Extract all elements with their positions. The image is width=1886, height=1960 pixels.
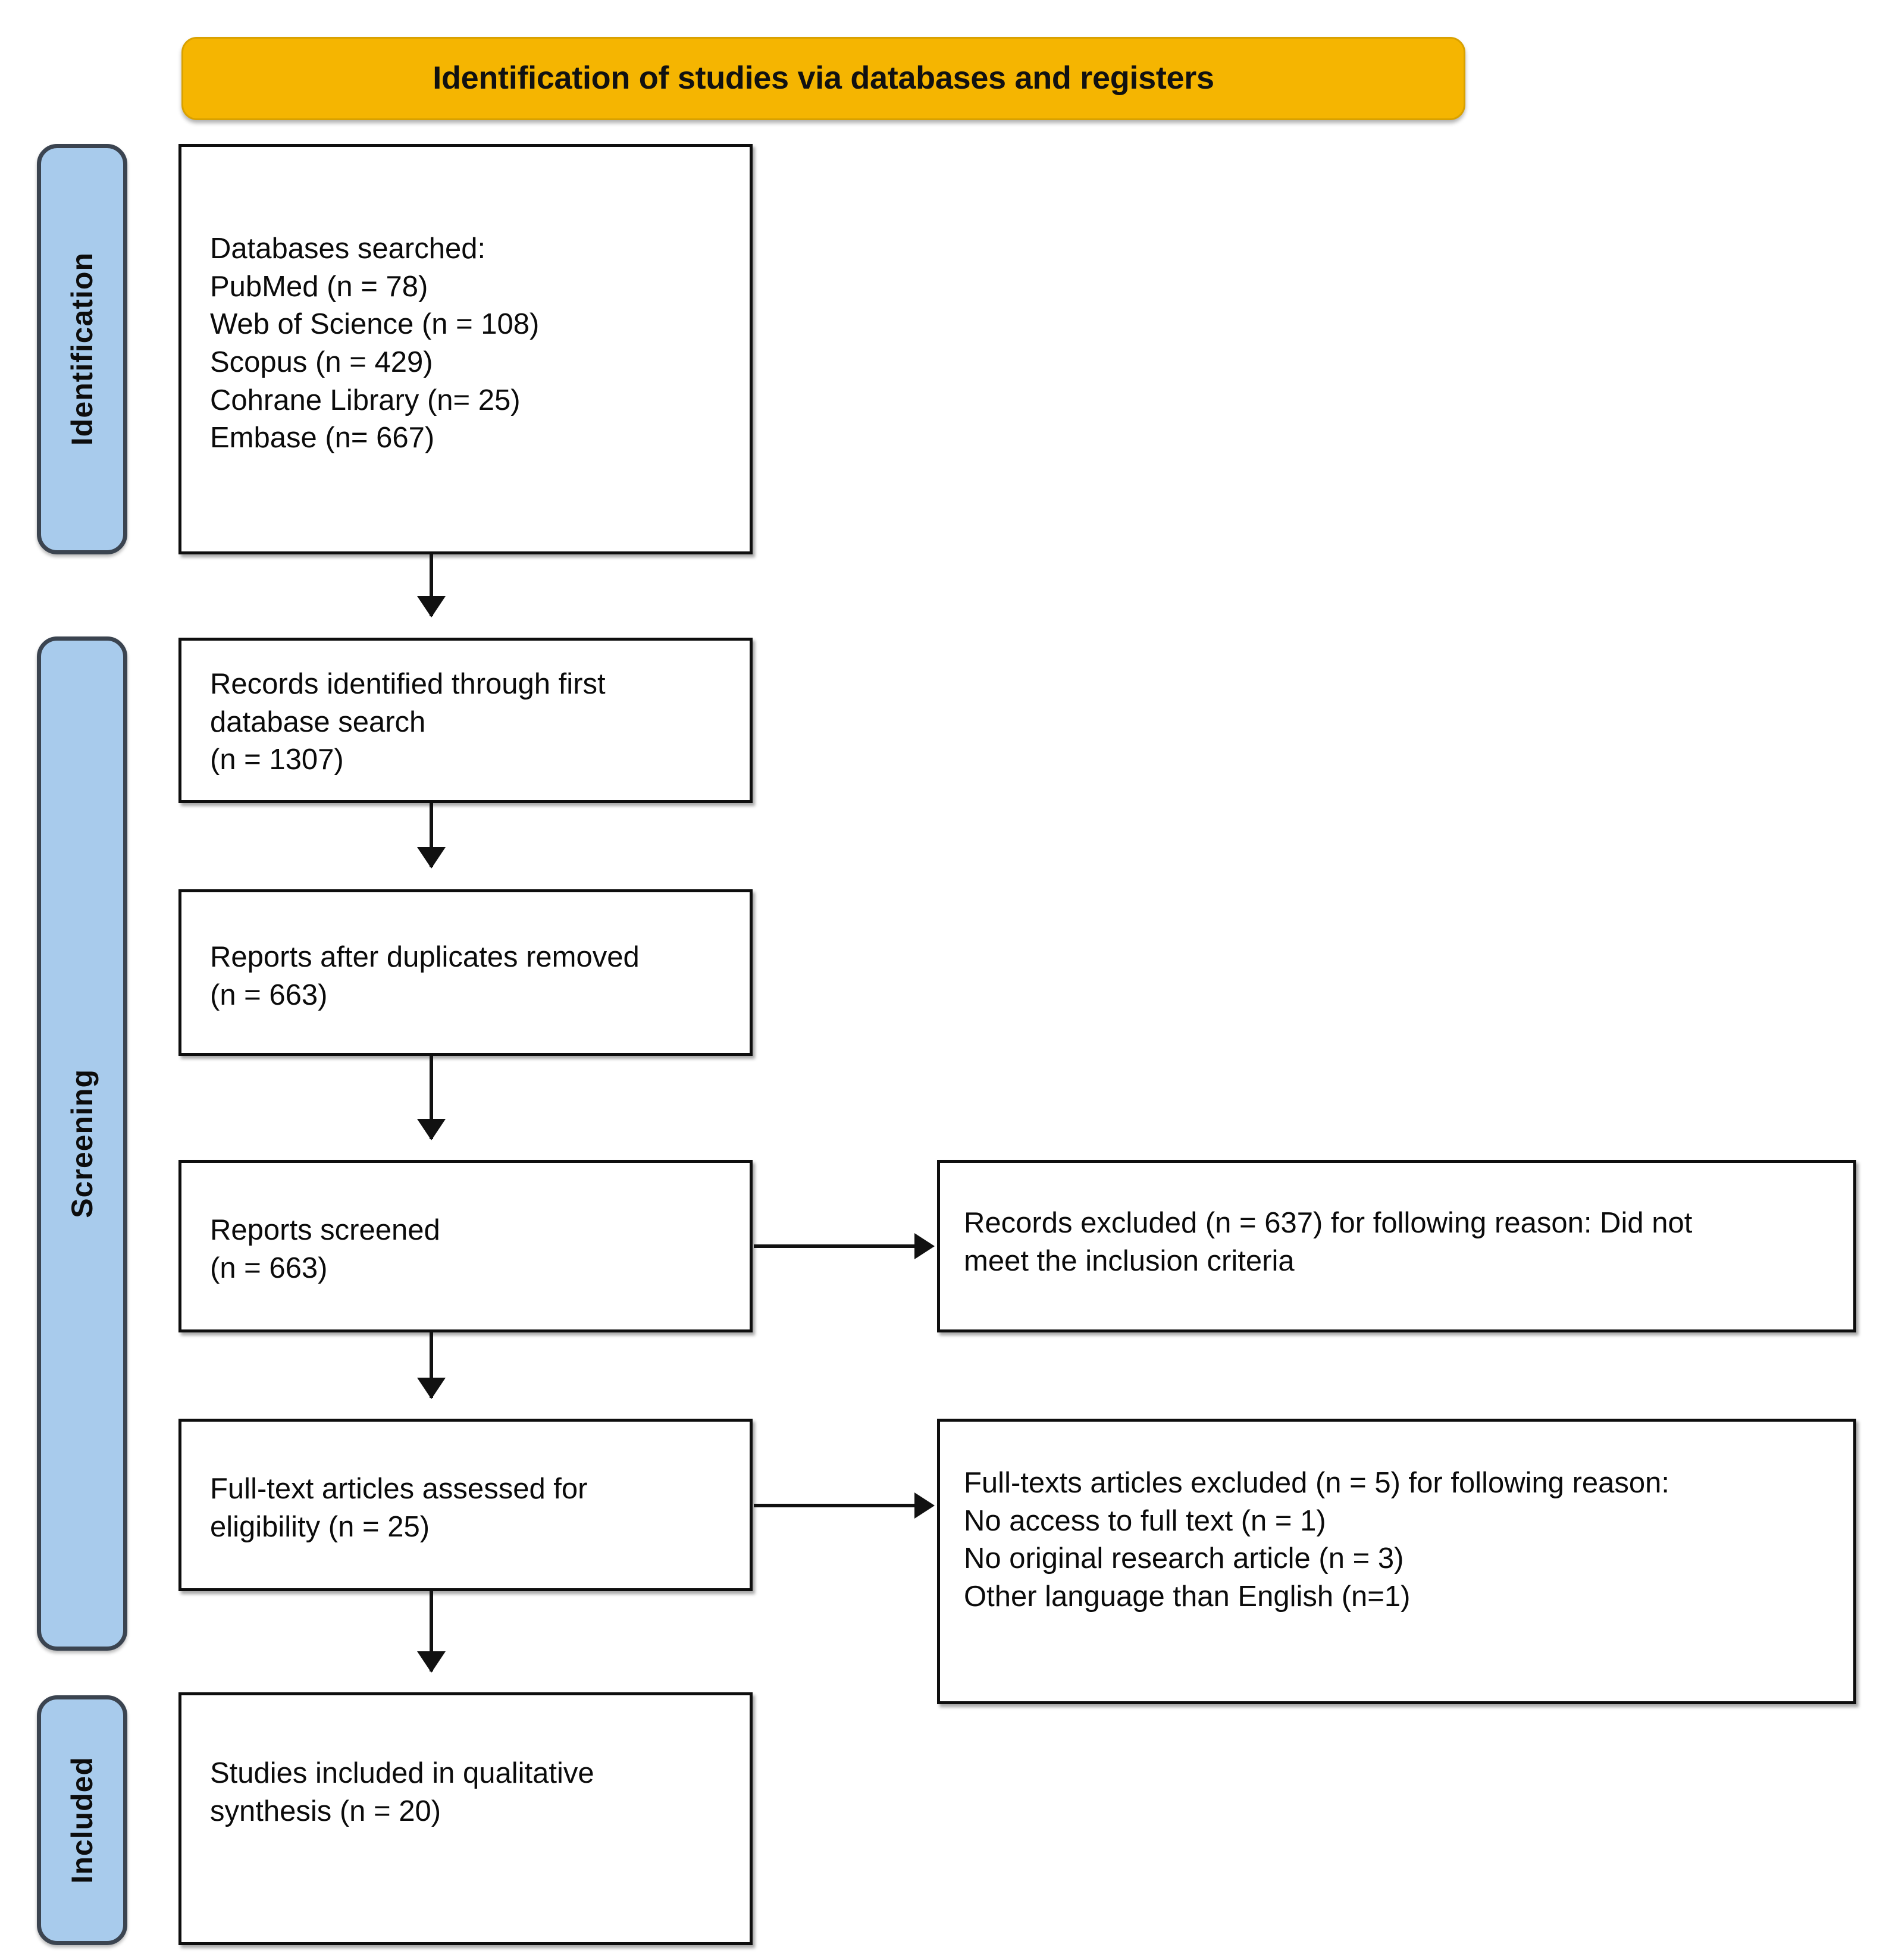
stage-label-identification: Identification (65, 252, 99, 446)
box-reports-screened-text: Reports screened (n = 663) (210, 1214, 440, 1284)
arrow-databases-to-records (417, 554, 446, 617)
arrow-records-to-duplicates (417, 803, 446, 868)
arrow-fulltext-to-fulltext-excluded (754, 1492, 935, 1519)
box-records-excluded-text: Records excluded (n = 637) for following… (964, 1207, 1693, 1277)
stage-label-screening: Screening (65, 1069, 99, 1218)
arrow-screened-to-fulltext (417, 1332, 446, 1399)
box-fulltext-excluded: Full-texts articles excluded (n = 5) for… (937, 1419, 1856, 1704)
box-studies-included: Studies included in qualitative synthesi… (178, 1692, 753, 1945)
box-fulltext-assessed-text: Full-text articles assessed for eligibil… (210, 1473, 588, 1543)
diagram-title-banner: Identification of studies via databases … (181, 37, 1465, 120)
box-studies-included-text: Studies included in qualitative synthesi… (210, 1757, 594, 1827)
box-duplicates-removed-text: Reports after duplicates removed (n = 66… (210, 941, 640, 1011)
stage-bar-screening: Screening (37, 636, 127, 1651)
box-records-identified-text: Records identified through first databas… (210, 668, 606, 776)
arrow-fulltext-to-included (417, 1591, 446, 1673)
box-fulltext-excluded-text: Full-texts articles excluded (n = 5) for… (964, 1467, 1670, 1613)
box-reports-screened: Reports screened (n = 663) (178, 1160, 753, 1332)
box-duplicates-removed: Reports after duplicates removed (n = 66… (178, 889, 753, 1056)
box-fulltext-assessed: Full-text articles assessed for eligibil… (178, 1419, 753, 1591)
stage-bar-included: Included (37, 1695, 127, 1945)
box-records-excluded: Records excluded (n = 637) for following… (937, 1160, 1856, 1332)
arrow-duplicates-to-screened (417, 1056, 446, 1140)
diagram-title: Identification of studies via databases … (433, 60, 1214, 96)
arrow-screened-to-records-excluded (754, 1233, 935, 1259)
stage-label-included: Included (65, 1757, 99, 1884)
stage-bar-identification: Identification (37, 144, 127, 554)
box-databases-searched: Databases searched: PubMed (n = 78) Web … (178, 144, 753, 554)
box-databases-searched-text: Databases searched: PubMed (n = 78) Web … (210, 233, 540, 454)
box-records-identified: Records identified through first databas… (178, 638, 753, 803)
